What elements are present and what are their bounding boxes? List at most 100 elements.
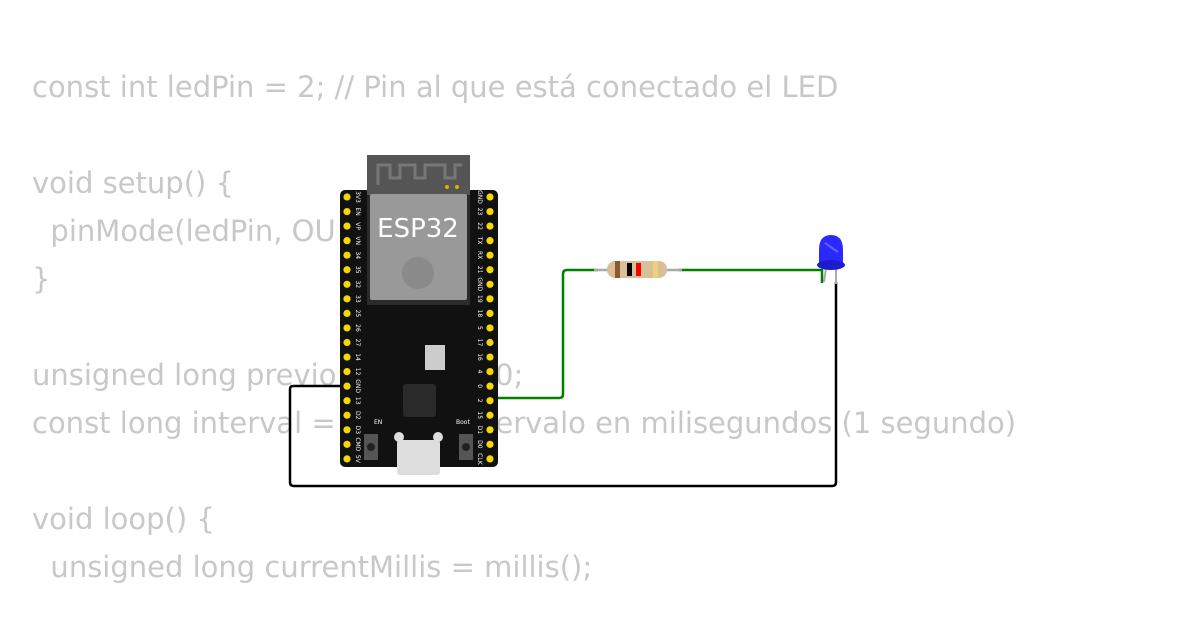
- pin-right-0[interactable]: [486, 382, 494, 390]
- pin-left-26[interactable]: [343, 324, 351, 332]
- pin-right-2[interactable]: [486, 397, 494, 405]
- pin-label: 13: [354, 397, 361, 405]
- pin-label: RX: [476, 251, 483, 259]
- pin-left-vn[interactable]: [343, 237, 351, 245]
- pin-left-34[interactable]: [343, 251, 351, 259]
- pin-label: 33: [354, 295, 361, 303]
- pin-right-gnd[interactable]: [486, 280, 494, 288]
- pin-label: CMD: [354, 437, 361, 451]
- pin-left-25[interactable]: [343, 309, 351, 317]
- pin-label: 16: [476, 353, 483, 361]
- pin-left-12[interactable]: [343, 368, 351, 376]
- pin-right-22[interactable]: [486, 222, 494, 230]
- pin-left-gnd[interactable]: [343, 382, 351, 390]
- pin-left-3v3[interactable]: [343, 193, 351, 201]
- pin-label: 25: [354, 310, 361, 318]
- pin-label: 3V3: [354, 191, 361, 203]
- pin-label: D1: [476, 426, 483, 435]
- pin-label: D3: [354, 426, 361, 435]
- pin-right-17[interactable]: [486, 338, 494, 347]
- pin-right-15[interactable]: [486, 411, 494, 419]
- code-line: 0;: [495, 358, 524, 392]
- board-label: ESP32: [377, 214, 459, 244]
- pin-left-en[interactable]: [343, 207, 351, 216]
- pin-label: 32: [354, 280, 361, 288]
- pin-right-clk[interactable]: [486, 455, 494, 463]
- ground-wire[interactable]: [288, 282, 838, 488]
- pin-right-21[interactable]: [486, 266, 494, 274]
- signal-wire[interactable]: [490, 268, 598, 400]
- pin-label: 19: [476, 295, 483, 303]
- pin-label: GND: [476, 190, 483, 204]
- pin-right-16[interactable]: [486, 353, 494, 361]
- pin-left-32[interactable]: [343, 280, 351, 288]
- pin-label: 22: [476, 222, 483, 230]
- pin-right-19[interactable]: [486, 295, 494, 303]
- pin-label: GND: [476, 277, 483, 291]
- chip: [403, 384, 436, 417]
- pin-label: 12: [354, 368, 361, 376]
- pin-label: TX: [476, 236, 483, 245]
- pin-left-33[interactable]: [343, 295, 351, 303]
- code-line: void setup() {: [32, 166, 234, 200]
- pin-left-cmd[interactable]: [343, 440, 351, 448]
- code-line: }: [32, 262, 51, 296]
- pin-label: 14: [354, 353, 361, 361]
- pin-label: GND: [354, 379, 361, 393]
- pin-label: 17: [476, 339, 483, 347]
- pin-left-d2[interactable]: [343, 411, 351, 419]
- pin-left-14[interactable]: [343, 353, 351, 361]
- resistor-band: [636, 263, 641, 276]
- usb-port[interactable]: [397, 440, 440, 475]
- pin-right-gnd[interactable]: [486, 193, 494, 201]
- pin-label: CLK: [476, 453, 483, 466]
- pin-right-d0[interactable]: [486, 440, 494, 448]
- code-line: void loop() {: [32, 502, 215, 536]
- pin-left-27[interactable]: [343, 338, 351, 347]
- pin-left-vp[interactable]: [343, 222, 351, 230]
- pin-label: 34: [354, 251, 361, 259]
- pin-left-d3[interactable]: [343, 426, 351, 434]
- pin-label: 21: [476, 266, 483, 274]
- pin-label: 2: [476, 399, 483, 403]
- pin-label: 15: [476, 411, 483, 419]
- resistor-band: [627, 263, 632, 276]
- pin-label: 4: [476, 370, 483, 374]
- pin-label: VP: [354, 222, 361, 230]
- resistor-band: [653, 261, 658, 278]
- code-line: unsigned long previo: [32, 358, 337, 392]
- en-label: EN: [374, 419, 382, 426]
- resistor[interactable]: [594, 261, 682, 278]
- pin-label: EN: [354, 207, 361, 215]
- pin-left-5v[interactable]: [343, 455, 351, 463]
- pin-label: 26: [354, 324, 361, 332]
- pin-left-13[interactable]: [343, 397, 351, 405]
- code-line: pinMode(ledPin, OU: [32, 214, 336, 248]
- pin-label: 0: [476, 384, 483, 388]
- code-line: tervalo en milisegundos (1 segundo): [484, 406, 1017, 440]
- pin-label: 5V: [354, 455, 361, 464]
- pin-right-d1[interactable]: [486, 426, 494, 434]
- pin-label: VN: [354, 236, 361, 245]
- espressif-logo-icon: [402, 257, 434, 289]
- pin-right-rx[interactable]: [486, 251, 494, 259]
- pin-label: 5: [476, 326, 483, 330]
- pin-right-4[interactable]: [486, 368, 494, 376]
- code-line: const long interval =: [32, 406, 336, 440]
- pin-label: 23: [476, 208, 483, 216]
- resistor-band: [615, 261, 620, 278]
- pin-right-tx[interactable]: [486, 237, 494, 245]
- resistor-led-wire[interactable]: [678, 268, 824, 283]
- pin-label: 27: [354, 339, 361, 347]
- pin-right-23[interactable]: [486, 207, 494, 216]
- pin-left-35[interactable]: [343, 266, 351, 274]
- led[interactable]: [817, 235, 845, 284]
- esp32-board[interactable]: ESP32 EN Boot 3V3ENVPVN34353233252627141…: [340, 155, 498, 475]
- code-line: const int ledPin = 2; // Pin al que está…: [32, 70, 839, 104]
- pin-right-5[interactable]: [486, 324, 494, 332]
- pin-label: D2: [354, 411, 361, 420]
- pin-label: 18: [476, 310, 483, 318]
- pin-right-18[interactable]: [486, 309, 494, 317]
